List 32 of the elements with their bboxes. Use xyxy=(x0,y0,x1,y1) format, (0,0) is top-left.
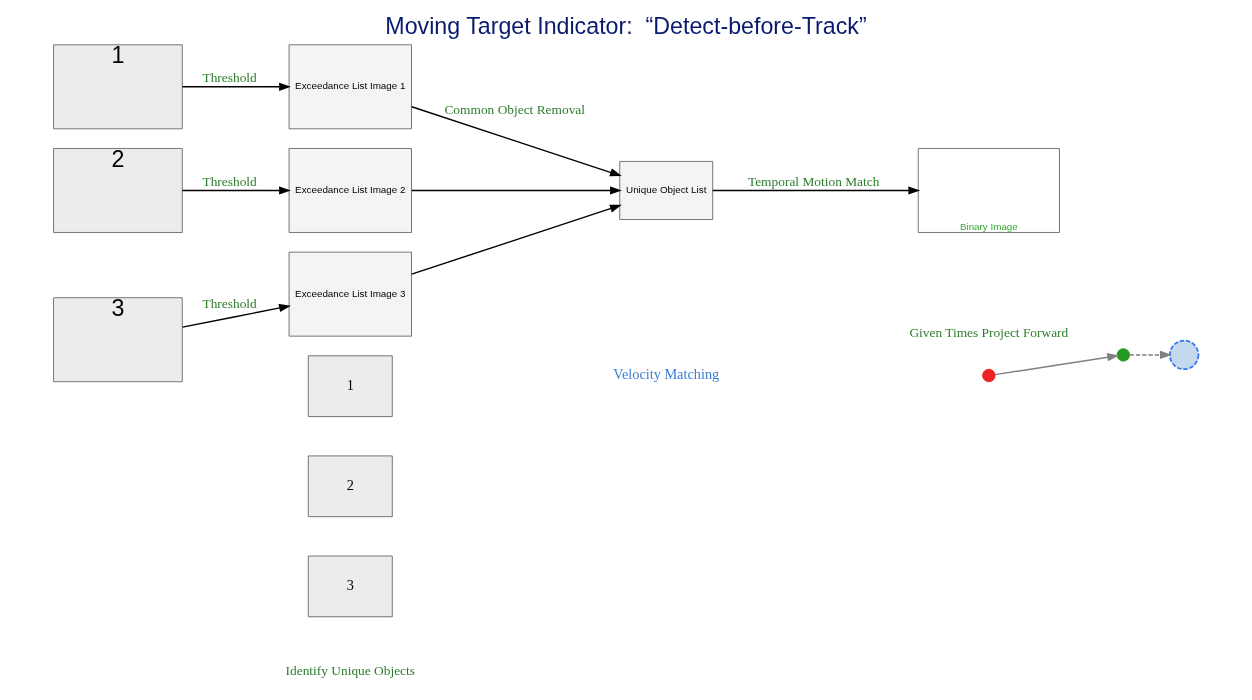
node-box: 2 xyxy=(307,455,393,518)
diagram-title: Moving Target Indicator: “Detect-before-Track” xyxy=(385,12,867,39)
edge-label: Temporal Motion Match xyxy=(747,174,880,189)
node-box: Binary Image xyxy=(917,148,1060,233)
arrow xyxy=(411,106,622,177)
node-circle xyxy=(1116,348,1131,362)
label: Identify Unique Objects xyxy=(285,663,415,679)
arrow xyxy=(994,353,1119,376)
edge-label: Threshold xyxy=(202,174,257,189)
edge-label: Threshold xyxy=(202,296,257,312)
arrow xyxy=(181,186,291,195)
arrow xyxy=(411,186,622,195)
arrow xyxy=(712,186,921,195)
node-circle xyxy=(1168,339,1200,371)
edge-label: Common Object Removal xyxy=(444,101,586,117)
node-box: 1 xyxy=(307,355,393,418)
node-box: 2 xyxy=(53,148,183,233)
arrow xyxy=(181,303,291,328)
label: Given Times Project Forward xyxy=(909,324,1069,340)
node-box: 3 xyxy=(307,555,393,618)
node-box: Exceedance List Image 3 xyxy=(288,251,412,337)
node-circle xyxy=(982,368,996,383)
node-box: 1 xyxy=(53,44,183,130)
node-box: Exceedance List Image 1 xyxy=(288,44,412,130)
arrow xyxy=(1128,350,1172,360)
node-box: Unique Object List xyxy=(619,161,714,220)
arrow xyxy=(181,82,291,91)
node-box: 3 xyxy=(53,297,183,383)
edge-label: Threshold xyxy=(202,70,257,86)
label: Velocity Matching xyxy=(613,365,720,382)
arrow xyxy=(411,204,622,275)
node-box: Exceedance List Image 2 xyxy=(288,148,412,233)
